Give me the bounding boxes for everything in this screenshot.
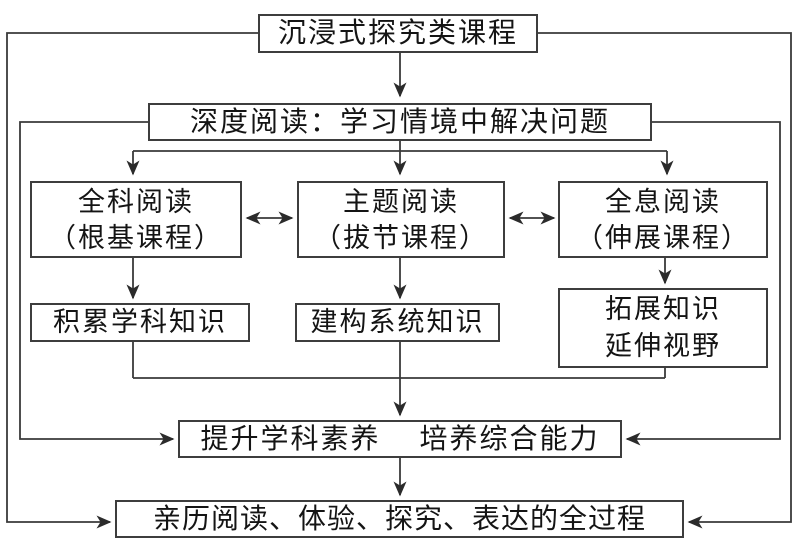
node-improve-literacy: 提升学科素养 培养综合能力 xyxy=(178,420,622,458)
node-holographic-reading: 全息阅读 （伸展课程） xyxy=(558,181,768,258)
node-all-subject-reading-line2: （根基课程） xyxy=(49,222,223,253)
node-construct-knowledge: 建构系统知识 xyxy=(295,303,500,342)
node-full-process-label: 亲历阅读、体验、探究、表达的全过程 xyxy=(152,503,646,535)
node-full-process: 亲历阅读、体验、探究、表达的全过程 xyxy=(115,500,684,538)
node-improve-literacy-label: 提升学科素养 培养综合能力 xyxy=(200,423,600,455)
node-expand-knowledge-line1: 拓展知识 xyxy=(605,294,721,324)
node-holographic-reading-line2: （伸展课程） xyxy=(576,222,750,253)
node-immersive-course-label: 沉浸式探究类课程 xyxy=(277,18,518,49)
node-deep-reading: 深度阅读：学习情境中解决问题 xyxy=(148,103,652,141)
node-all-subject-reading-line1: 全科阅读 xyxy=(78,186,194,217)
node-theme-reading: 主题阅读 （拔节课程） xyxy=(297,181,505,258)
node-theme-reading-line1: 主题阅读 xyxy=(343,186,459,217)
node-all-subject-reading: 全科阅读 （根基课程） xyxy=(30,181,242,258)
node-immersive-course: 沉浸式探究类课程 xyxy=(258,14,538,53)
node-expand-knowledge-line2: 延伸视野 xyxy=(605,331,721,361)
node-holographic-reading-line1: 全息阅读 xyxy=(605,186,721,217)
node-accumulate-knowledge: 积累学科知识 xyxy=(30,303,250,342)
node-accumulate-knowledge-label: 积累学科知识 xyxy=(53,306,227,337)
node-construct-knowledge-label: 建构系统知识 xyxy=(310,306,485,337)
node-deep-reading-label: 深度阅读：学习情境中解决问题 xyxy=(189,106,610,138)
node-expand-knowledge: 拓展知识 延伸视野 xyxy=(558,288,768,368)
node-theme-reading-line2: （拔节课程） xyxy=(314,222,488,253)
